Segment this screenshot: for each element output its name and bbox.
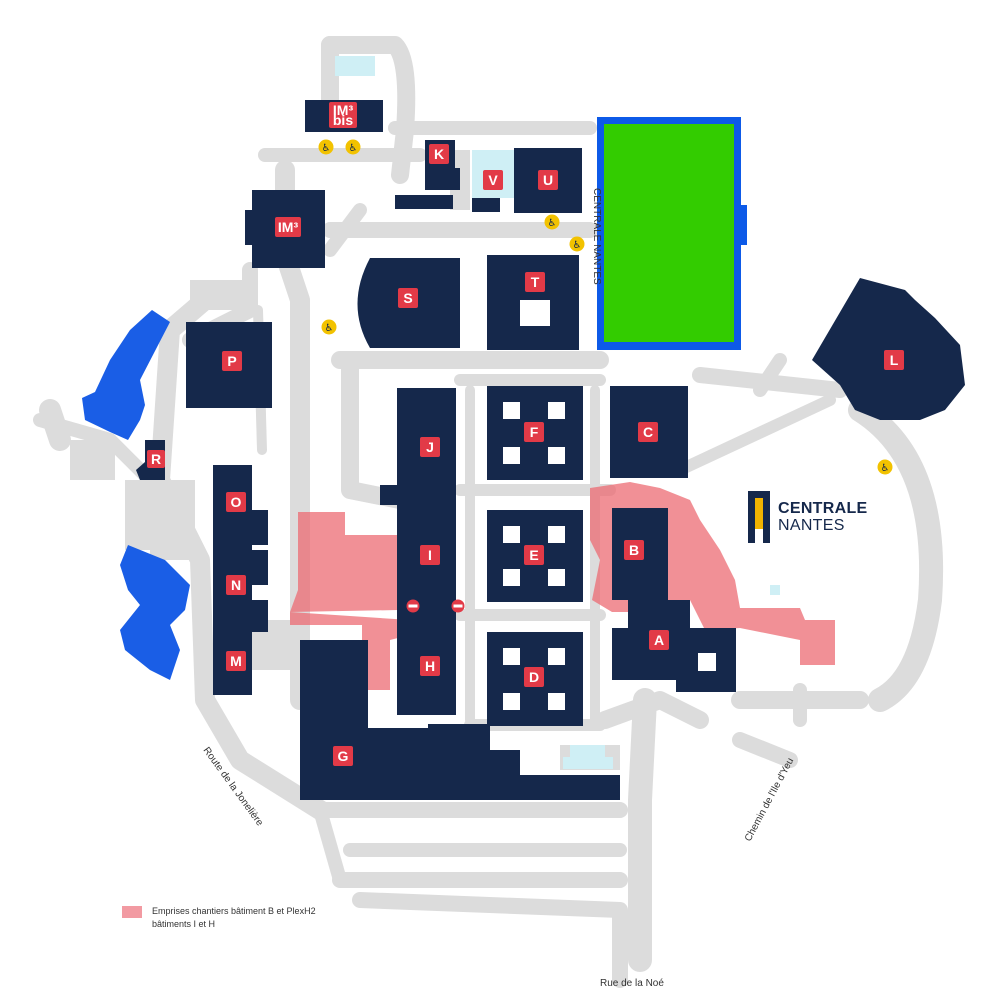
accessible-parking-icon: ♿ [345,139,361,155]
legend: Emprises chantiers bâtiment B et PlexH2 … [122,905,352,931]
svg-text:♿: ♿ [881,463,890,474]
building-label-H[interactable]: H [420,656,440,676]
building-label-I[interactable]: I [420,545,440,565]
sports-field [597,117,747,350]
annex-buildings [82,310,190,680]
svg-text:B: B [629,542,639,558]
legend-swatch [122,906,142,918]
road-label-ile-d-yeu: Chemin de l'Ile d'Yeu [743,756,796,843]
svg-text:IM³: IM³ [278,219,299,235]
no-entry-icon [406,599,420,613]
building-labels: A B C D E F G H I J K L M N O P R S T U … [147,102,904,766]
svg-text:C: C [643,424,653,440]
svg-text:D: D [529,669,539,685]
svg-text:L: L [890,352,899,368]
building-label-L[interactable]: L [884,350,904,370]
logo-line-1: CENTRALE [778,500,868,517]
legend-text: Emprises chantiers bâtiment B et PlexH2 … [152,906,316,929]
svg-text:O: O [231,494,242,510]
svg-text:♿: ♿ [322,143,331,154]
building-label-N[interactable]: N [226,575,246,595]
road-label-noe: Rue de la Noé [600,978,664,989]
building-label-IM3[interactable]: IM³ [275,217,301,237]
building-label-P[interactable]: P [222,351,242,371]
building-label-F[interactable]: F [524,422,544,442]
svg-text:U: U [543,172,553,188]
svg-text:T: T [531,274,540,290]
svg-text:P: P [227,353,236,369]
svg-text:F: F [530,424,539,440]
svg-text:R: R [151,451,161,467]
building-label-A[interactable]: A [649,630,669,650]
svg-text:G: G [338,748,349,764]
building-label-O[interactable]: O [226,492,246,512]
building-label-G[interactable]: G [333,746,353,766]
svg-text:I: I [428,547,432,563]
svg-text:♿: ♿ [349,143,358,154]
svg-text:J: J [426,439,434,455]
no-entry-icons [406,599,465,613]
accessible-parking-icons: ♿ ♿ ♿ ♿ ♿ ♿ [318,139,893,475]
accessible-parking-icon: ♿ [321,319,337,335]
building-label-U[interactable]: U [538,170,558,190]
logo-line-2: NANTES [778,517,845,534]
building-label-C[interactable]: C [638,422,658,442]
svg-text:IM³: IM³ [333,102,354,118]
accessible-parking-icon: ♿ [544,214,560,230]
svg-text:K: K [434,146,444,162]
svg-text:bis: bis [333,112,353,128]
svg-text:M: M [230,653,242,669]
svg-text:♿: ♿ [548,218,557,229]
no-entry-icon [451,599,465,613]
accessible-parking-icon: ♿ [877,459,893,475]
building-label-V[interactable]: V [483,170,503,190]
building-label-R[interactable]: R [147,450,165,468]
buildings [136,100,965,800]
accessible-parking-icon: ♿ [318,139,334,155]
building-label-B[interactable]: B [624,540,644,560]
road-network [33,36,944,988]
courtyards [503,402,565,710]
svg-text:E: E [529,547,538,563]
svg-text:V: V [488,172,498,188]
svg-text:A: A [654,632,664,648]
field-side-label: CENTRALE NANTES [591,188,602,285]
logo-mark-icon [746,489,772,545]
accessible-parking-icon: ♿ [569,236,585,252]
svg-text:N: N [231,577,241,593]
building-label-D[interactable]: D [524,667,544,687]
svg-text:♿: ♿ [573,240,582,251]
building-label-K[interactable]: K [429,144,449,164]
building-label-S[interactable]: S [398,288,418,308]
building-label-T[interactable]: T [525,272,545,292]
building-label-E[interactable]: E [524,545,544,565]
building-label-M[interactable]: M [226,651,246,671]
svg-text:H: H [425,658,435,674]
building-label-J[interactable]: J [420,437,440,457]
svg-text:♿: ♿ [325,323,334,334]
centrale-nantes-logo: CENTRALE NANTES [746,489,868,545]
svg-text:S: S [403,290,412,306]
